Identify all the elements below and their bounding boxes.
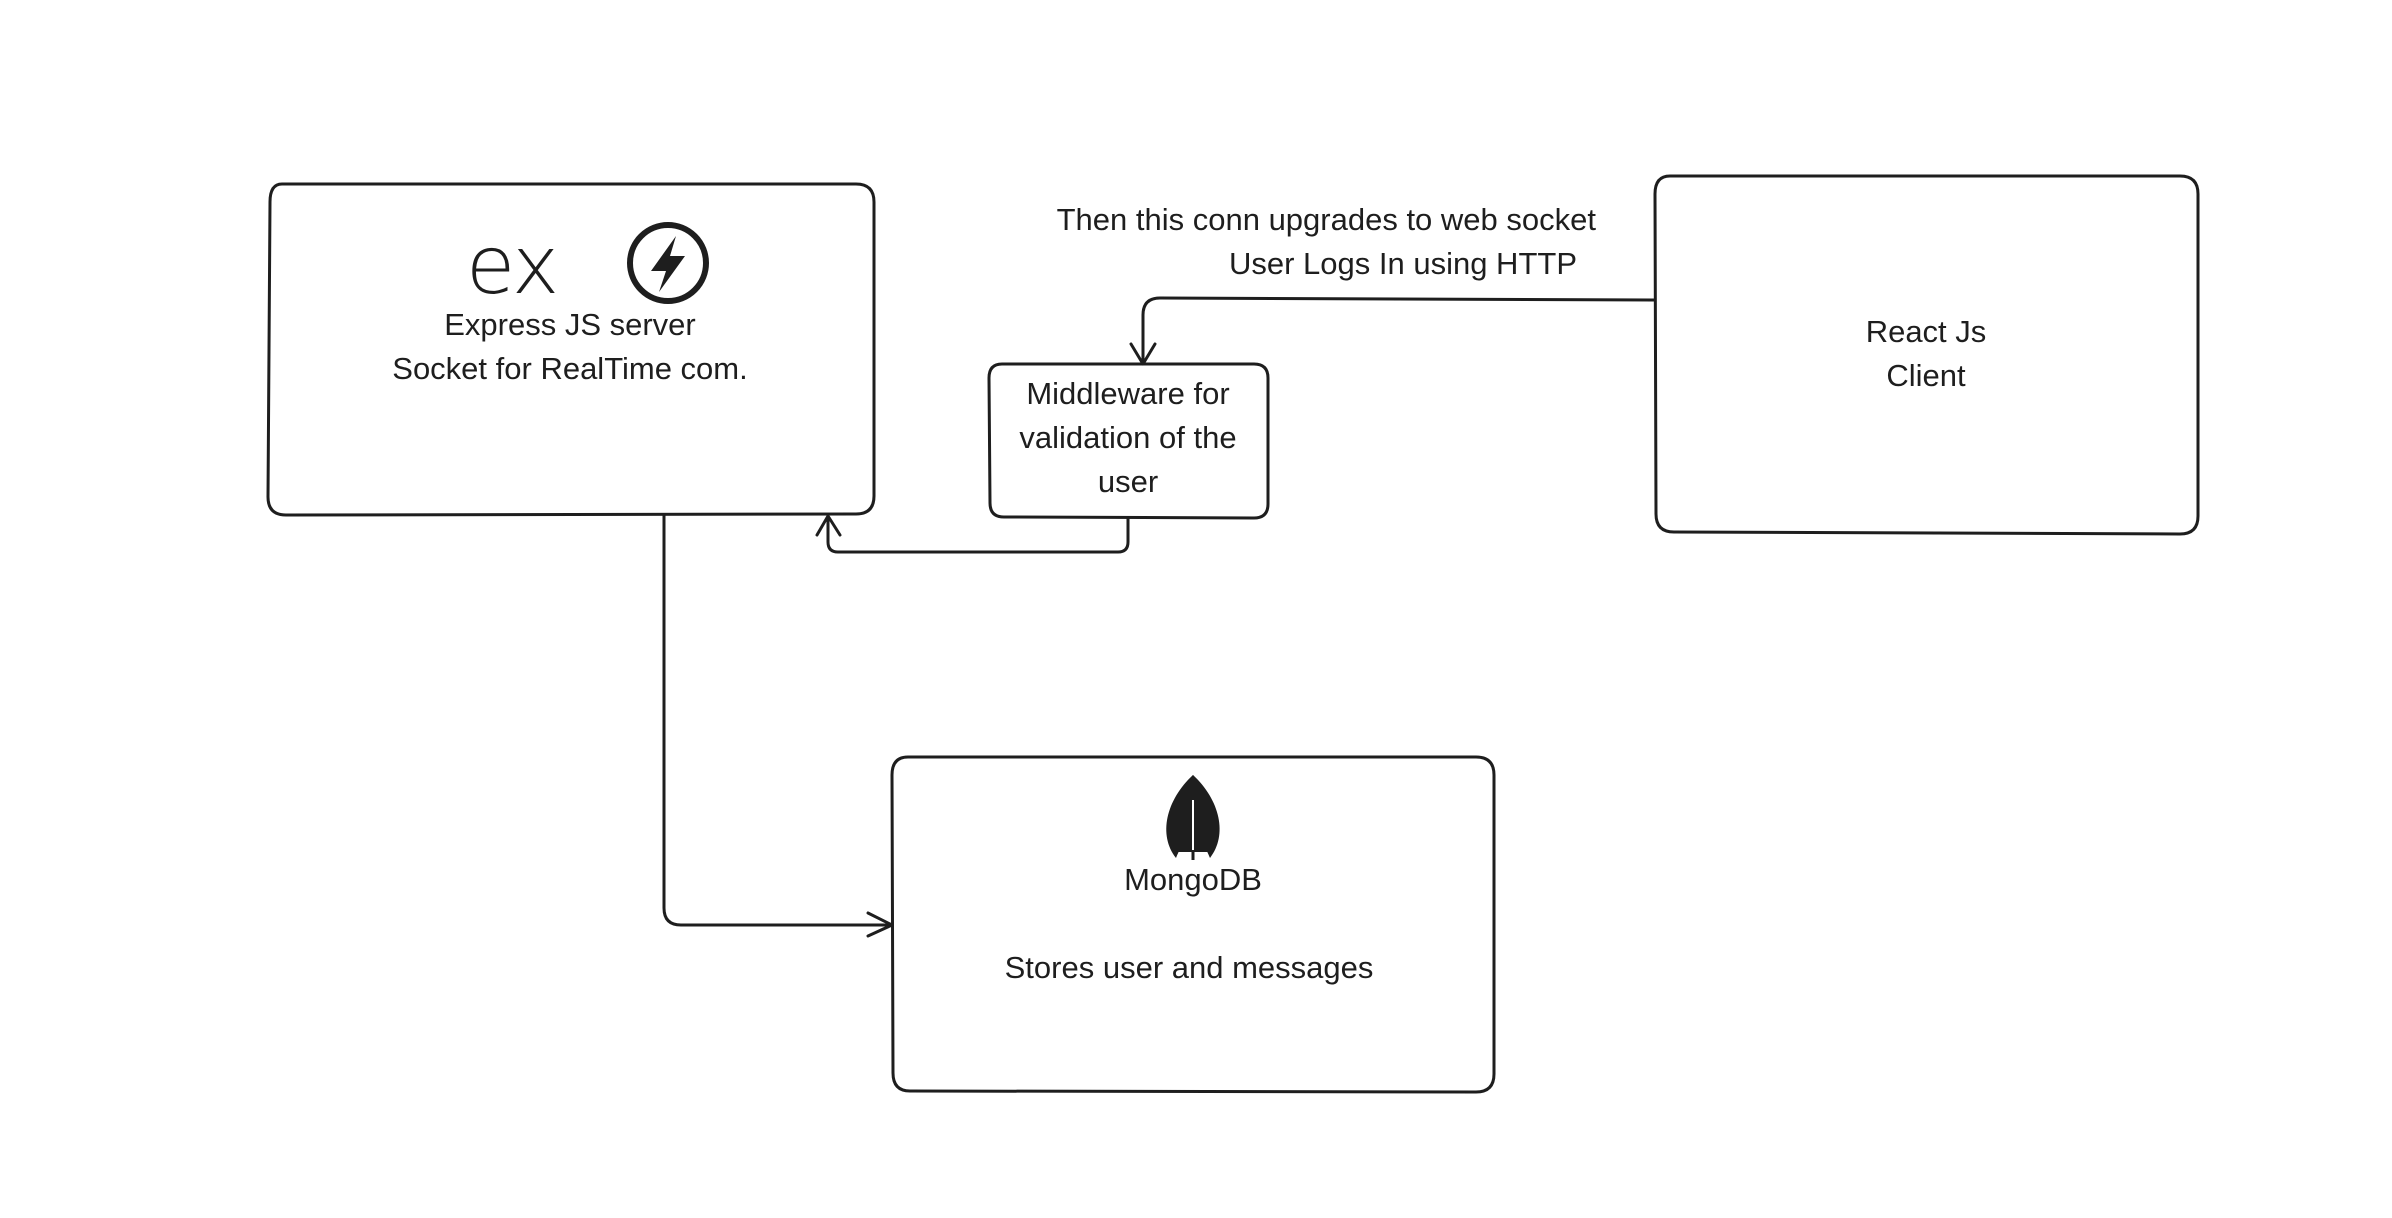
middleware-box (987, 362, 1270, 520)
mongodb-node[interactable]: MongoDB Stores user and messages (890, 755, 1496, 1094)
react-client-node[interactable]: React Js Client (1653, 174, 2200, 536)
react-label-line-2: Client (1886, 358, 1966, 393)
middleware-node[interactable]: Middleware for validation of the user (987, 362, 1270, 520)
socketio-icon (627, 222, 709, 304)
express-server-node[interactable]: ex Express JS server Socket for RealTime… (266, 182, 876, 517)
mongodb-description: Stores user and messages (1005, 950, 1374, 985)
edge-react-to-middleware-line (1141, 296, 1657, 366)
mongodb-title: MongoDB (1124, 862, 1262, 897)
edge-middleware-to-express-line (826, 514, 1130, 554)
edge-express-to-mongodb-line (662, 513, 894, 927)
middleware-label-line-2: validation of the (1019, 420, 1236, 455)
edge-react-to-middleware[interactable]: Then this conn upgrades to web socket Us… (1057, 202, 1657, 366)
mongodb-leaf-icon (1166, 775, 1220, 860)
edge-label-websocket-upgrade: Then this conn upgrades to web socket (1057, 202, 1597, 237)
edge-label-http-login: User Logs In using HTTP (1229, 246, 1577, 281)
middleware-label-line-3: user (1098, 464, 1158, 499)
express-label-line-2: Socket for RealTime com. (392, 351, 747, 386)
express-logo-icon: ex (466, 219, 557, 312)
edge-react-to-middleware-arrowhead (1129, 342, 1157, 366)
edge-middleware-to-express-arrowhead (815, 514, 842, 537)
express-server-box (266, 182, 876, 517)
middleware-label-line-1: Middleware for (1026, 376, 1229, 411)
react-client-box (1653, 174, 2200, 536)
edge-express-to-mongodb-arrowhead (866, 911, 894, 938)
express-label-line-1: Express JS server (444, 307, 696, 342)
edge-express-to-mongodb[interactable] (662, 513, 894, 938)
edge-middleware-to-express[interactable] (815, 514, 1130, 554)
react-label-line-1: React Js (1866, 314, 1987, 349)
mongodb-box (890, 755, 1496, 1094)
